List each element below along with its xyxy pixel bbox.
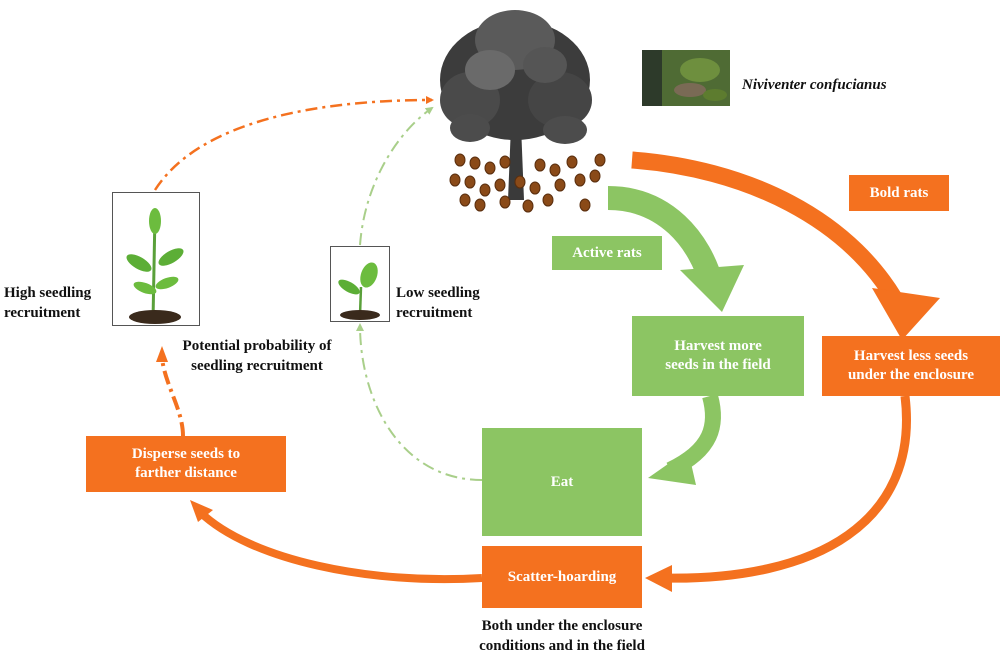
potential-probability-label: Potential probability of seedling recrui… [162, 336, 352, 376]
active-rats-box: Active rats [552, 236, 662, 270]
harvest-more-box: Harvest more seeds in the field [632, 316, 804, 396]
harvest-more-line2: seeds in the field [665, 357, 771, 373]
disperse-seeds-box: Disperse seeds to farther distance [86, 436, 286, 492]
low-to-tree-dashed [359, 106, 434, 246]
scatter-to-disperse-arrowhead [190, 500, 213, 522]
bold-rats-arrowhead [872, 288, 940, 340]
rat-photo [642, 50, 730, 106]
scatter-hoarding-box: Scatter-hoarding [482, 546, 642, 608]
harvest-less-arrow [659, 395, 911, 583]
disperse-line2: farther distance [135, 465, 237, 481]
low-seedling-line1: Low seedling [396, 285, 480, 301]
potential-line1: Potential probability of [182, 338, 332, 354]
both-line2: conditions and in the field [479, 638, 645, 654]
disperse-to-high-dashed [160, 357, 185, 437]
active-rats-arrowhead [680, 265, 744, 312]
harvest-more-line1: Harvest more [674, 338, 762, 354]
high-seedling-photo [112, 192, 200, 326]
high-seedling-label: High seedling recruitment [4, 283, 91, 323]
low-seedling-line2: recruitment [396, 305, 473, 321]
tree-image [440, 10, 592, 200]
disperse-line1: Disperse seeds to [131, 446, 241, 462]
scatter-to-disperse-arrow [197, 509, 483, 584]
bold-rats-arrow [631, 151, 913, 322]
harvest-less-arrowhead [645, 565, 672, 592]
bold-rats-box: Bold rats [849, 175, 949, 211]
harvest-less-line1: Harvest less seeds [853, 348, 969, 364]
high-seedling-line1: High seedling [4, 285, 92, 301]
low-seedling-photo [330, 246, 390, 322]
potential-line2: seedling recruitment [191, 358, 323, 374]
both-conditions-label: Both under the enclosure conditions and … [442, 616, 682, 656]
species-label: Niviventer confucianus [742, 77, 887, 93]
eat-to-low-dashed [356, 323, 483, 481]
harvest-less-box: Harvest less seeds under the enclosure [822, 336, 1000, 396]
low-seedling-label: Low seedling recruitment [396, 283, 480, 323]
harvest-more-arrowhead [648, 450, 696, 485]
eat-box: Eat [482, 428, 642, 536]
high-seedling-line2: recruitment [4, 305, 81, 321]
both-line1: Both under the enclosure [481, 618, 643, 634]
harvest-less-line2: under the enclosure [847, 367, 975, 383]
high-to-tree-dashed [153, 96, 434, 191]
seeds-cluster [449, 153, 606, 213]
